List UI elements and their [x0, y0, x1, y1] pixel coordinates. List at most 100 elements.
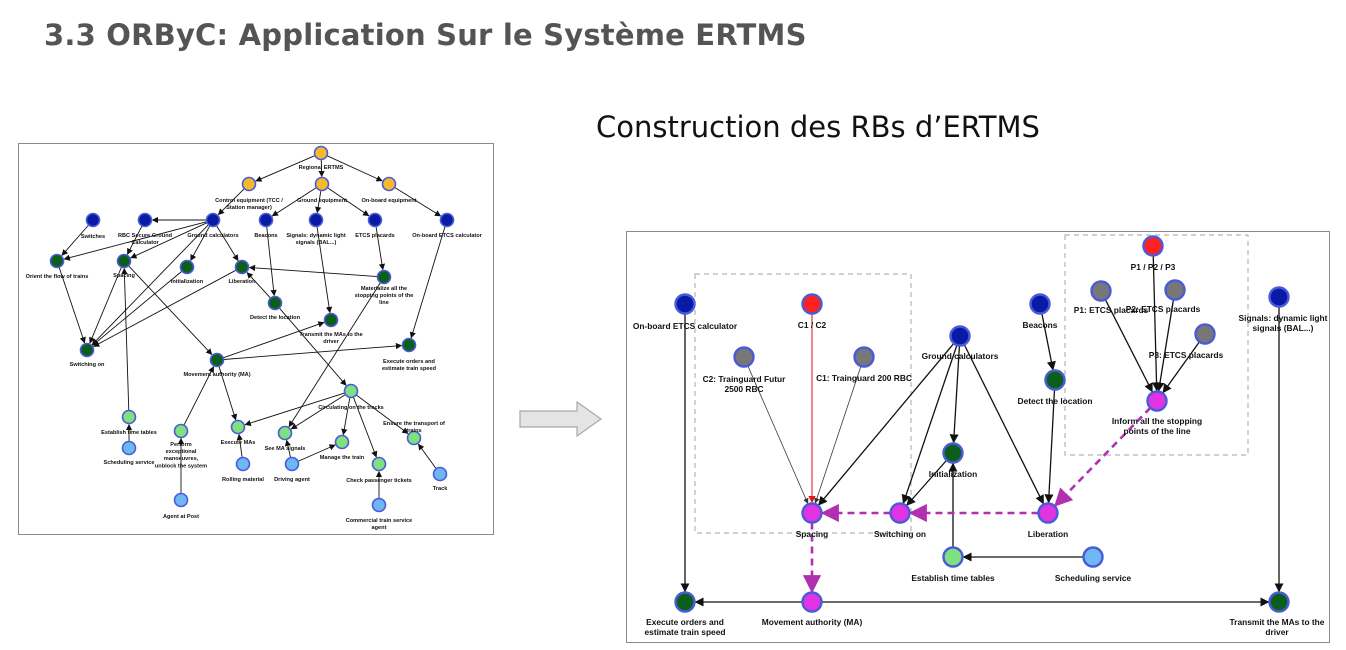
- node-label-liberation: Liberation: [1028, 529, 1068, 539]
- edge-ground_calc-to-liberation: [216, 225, 239, 262]
- node-label-detect: Detect the location: [250, 315, 301, 321]
- edge-c2-to-spacing: [747, 365, 809, 504]
- node-label-ground_calc: Ground calculators: [187, 233, 238, 239]
- node-p1: P1: ETCS placards: [1074, 280, 1149, 315]
- edge-perform-to-ma: [183, 366, 215, 426]
- node-label-scheduling: Scheduling service: [104, 460, 155, 466]
- node-scheduling: Scheduling service: [1055, 546, 1132, 583]
- node-label-spacing: Spacing: [113, 273, 135, 279]
- node-establish: Establish time tables: [101, 409, 157, 436]
- edge-onboard_eq-to-onboard_calc: [394, 187, 442, 217]
- node-label-detect: Detect the location: [1018, 396, 1093, 406]
- node-switching: Switching on: [70, 342, 105, 368]
- node-label-control: Control equipment (TCC /Station manager): [215, 198, 283, 211]
- node-ma: Movement authority (MA): [183, 352, 251, 378]
- edge-establish-to-spacing: [121, 267, 130, 411]
- edge-p3-to-inform: [1162, 341, 1200, 394]
- node-label-execute_mas: Execute MAs: [221, 440, 256, 446]
- node-init: Initialization: [929, 442, 977, 479]
- edge-circulating-to-see_ma: [290, 394, 346, 430]
- node-c12: C1 / C2: [798, 293, 827, 330]
- node-track: Track: [433, 466, 449, 492]
- edge-ground_calc-to-orient: [63, 221, 207, 261]
- node-rolling: Rolling material: [222, 456, 264, 483]
- node-label-circulating: Circulating on the tracks: [318, 405, 384, 411]
- edge-circulating-to-check: [352, 396, 378, 458]
- edge-ground_calc-to-init: [949, 345, 961, 444]
- node-label-track: Track: [433, 486, 449, 492]
- node-label-p1: P1: ETCS placards: [1074, 305, 1149, 315]
- edge-ground_calc-to-switching: [901, 344, 958, 504]
- node-label-establish: Establish time tables: [101, 430, 157, 436]
- node-label-onboard_eq: On-board equipment: [361, 198, 416, 204]
- node-execute_mas: Execute MAs: [221, 419, 256, 446]
- edge-rolling-to-execute_mas: [236, 433, 243, 458]
- node-beacons: Beacons: [254, 212, 278, 239]
- slide-subtitle: Construction des RBs d’ERTMS: [596, 110, 1040, 144]
- node-beacons: Beacons: [1023, 293, 1058, 330]
- node-onboard_eq: On-board equipment: [361, 176, 417, 204]
- node-label-p123: P1 / P2 / P3: [1131, 262, 1176, 272]
- edge-control-to-ground_calc: [217, 188, 245, 216]
- node-label-see_ma: See MA signals: [265, 446, 306, 452]
- node-circulating: Circulating on the tracks: [318, 383, 384, 411]
- node-ground_eq: Ground equipment: [297, 176, 347, 204]
- node-label-onboard_calc: On-board ETCS calculator: [633, 321, 738, 331]
- node-label-driving: Driving agent: [274, 477, 310, 483]
- node-switching: Switching on: [874, 502, 926, 539]
- edge-ground_calc-to-switching: [91, 224, 209, 346]
- node-label-check: Check passenger tickets: [346, 478, 412, 484]
- node-manage: Manage the train: [320, 434, 365, 461]
- node-detect: Detect the location: [250, 295, 301, 321]
- node-label-onboard_calc: On-board ETCS calculator: [412, 233, 482, 239]
- edge-p123-to-inform: [1151, 255, 1162, 392]
- node-label-c12: C1 / C2: [798, 320, 827, 330]
- node-ground_calc: Ground calculators: [187, 212, 239, 239]
- node-label-liberation: Liberation: [228, 279, 256, 285]
- node-ma: Movement authority (MA): [762, 591, 862, 627]
- edge-c1-to-spacing: [814, 365, 862, 504]
- edge-track-to-ensure: [418, 443, 437, 469]
- edge-etcs_placards-to-materialize: [375, 226, 386, 271]
- node-ground_calc: Ground calculators: [922, 325, 999, 361]
- node-label-switches: Switches: [81, 234, 105, 240]
- edge-detect-to-liberation: [1044, 389, 1056, 504]
- edge-ground_calc-to-spacing: [818, 342, 955, 506]
- edge-beacons-to-detect: [1041, 313, 1056, 371]
- node-check: Check passenger tickets: [346, 456, 412, 484]
- node-label-scheduling: Scheduling service: [1055, 573, 1132, 583]
- edge-ground_eq-to-beacons: [271, 187, 317, 217]
- edge-regional-to-control: [255, 155, 316, 182]
- edge-detect-to-liberation: [246, 272, 271, 299]
- node-label-init: Initialization: [929, 469, 977, 479]
- node-label-agent_post: Agent at Post: [163, 514, 199, 520]
- node-label-rolling: Rolling material: [222, 477, 264, 483]
- right-arrow-icon: [519, 401, 603, 437]
- node-orient: Orient the flow of trains: [26, 253, 88, 280]
- edge-spacing-to-ma: [128, 265, 213, 355]
- node-detect: Detect the location: [1018, 369, 1093, 406]
- edge-ground_eq-to-signals: [315, 190, 322, 214]
- node-spacing: Spacing: [113, 253, 135, 279]
- node-etcs_placards: ETCS placards: [355, 212, 395, 239]
- node-switches: Switches: [81, 212, 105, 240]
- node-p123: P1 / P2 / P3: [1131, 235, 1176, 272]
- node-label-spacing: Spacing: [796, 529, 829, 539]
- node-onboard_calc: On-board ETCS calculator: [633, 293, 738, 331]
- edge-beacons-to-detect: [266, 226, 277, 297]
- edge-liberation-to-switching: [93, 269, 237, 347]
- node-label-p2: P2: ETCS placards: [1126, 304, 1201, 314]
